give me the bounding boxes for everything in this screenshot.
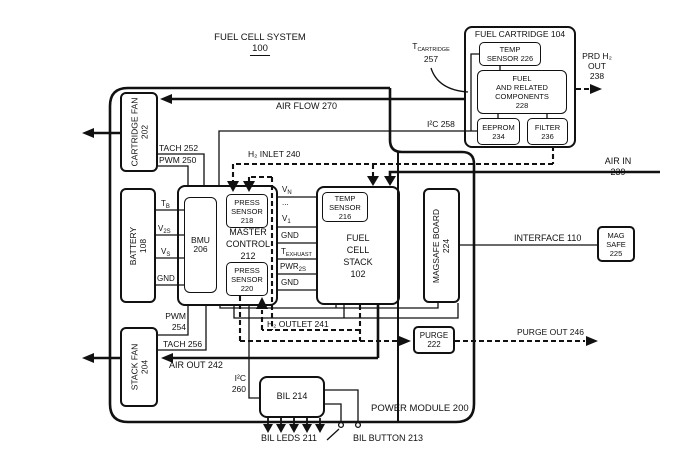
t-cartridge-label: TCARTRIDGE 257 [404, 41, 458, 64]
mag-safe-225-box: MAG SAFE 225 [597, 226, 635, 262]
cartridge-fan-box: CARTRIDGE FAN202 [120, 92, 158, 172]
bil-button-label: BIL BUTTON 213 [353, 433, 423, 444]
h2-inlet-label: H₂ INLET 240 [248, 149, 300, 160]
prd-h2-out-label: PRD H₂ OUT 238 [577, 51, 617, 81]
i2c-258-label: I²C 258 [427, 119, 455, 130]
temp-sensor-216-box: TEMP SENSOR 216 [322, 192, 368, 222]
master-control-label: MASTER CONTROL 212 [217, 226, 279, 262]
signal-pwr2s: PWR2S [280, 262, 306, 274]
air-in-label: AIR IN 239 [599, 156, 637, 177]
signal-gnd-2: GND [281, 278, 299, 289]
eeprom-234-box: EEPROM 234 [477, 118, 520, 145]
signal-gnd-1: GND [281, 231, 299, 242]
pwm-254-label: PWM 254 [160, 311, 186, 332]
interface-110-label: INTERFACE 110 [514, 233, 581, 244]
signal-vn: VN [282, 185, 292, 197]
bil-214-box: BIL 214 [259, 376, 325, 418]
i2c-260-label: I²C 260 [226, 373, 246, 394]
purge-222-box: PURGE 222 [413, 326, 455, 354]
power-module-label: POWER MODULE 200 [371, 404, 469, 415]
bil-leds-label: BIL LEDS 211 [261, 433, 317, 444]
tach-252-label: TACH 252 [159, 143, 198, 154]
signal-vs: VS [161, 247, 170, 259]
diagram-title: FUEL CELL SYSTEM 100 [190, 33, 330, 56]
bmu-box: BMU 206 [184, 197, 217, 293]
magsafe-board-box: MAGSAFE BOARD224 [423, 188, 460, 303]
signal-dots: ... [282, 198, 289, 209]
signal-v2s: V2S [158, 224, 171, 236]
stack-fan-box: STACK FAN204 [120, 327, 158, 407]
bil-button-contacts [339, 423, 361, 428]
signal-v1: V1 [282, 214, 291, 226]
h2-outlet-label: H₂ OUTLET 241 [267, 319, 329, 330]
tach-256-label: TACH 256 [163, 339, 202, 350]
purge-out-label: PURGE OUT 246 [517, 327, 584, 338]
pwm-250-label: PWM 250 [159, 155, 196, 166]
signal-tb: TB [161, 199, 170, 211]
fuel-cell-stack-label: FUEL CELL STACK 102 [318, 232, 398, 280]
fuel-cartridge-title: FUEL CARTRIDGE 104 [475, 30, 565, 40]
press-sensor-220-box: PRESS SENSOR 220 [226, 262, 268, 296]
temp-sensor-226-box: TEMP SENSOR 226 [479, 42, 541, 66]
air-out-label: AIR OUT 242 [169, 360, 223, 371]
fuel-components-228-box: FUEL AND RELATED COMPONENTS 228 [477, 70, 567, 114]
signal-gnd-battery: GND [157, 274, 175, 285]
bil-led-lines [268, 418, 320, 424]
press-sensor-218-box: PRESS SENSOR 218 [226, 194, 268, 228]
signal-texhuast: TEXHUAST [281, 247, 312, 259]
filter-236-box: FILTER 236 [527, 118, 568, 145]
air-flow-label: AIR FLOW 270 [276, 101, 337, 112]
battery-box: BATTERY108 [120, 188, 156, 303]
